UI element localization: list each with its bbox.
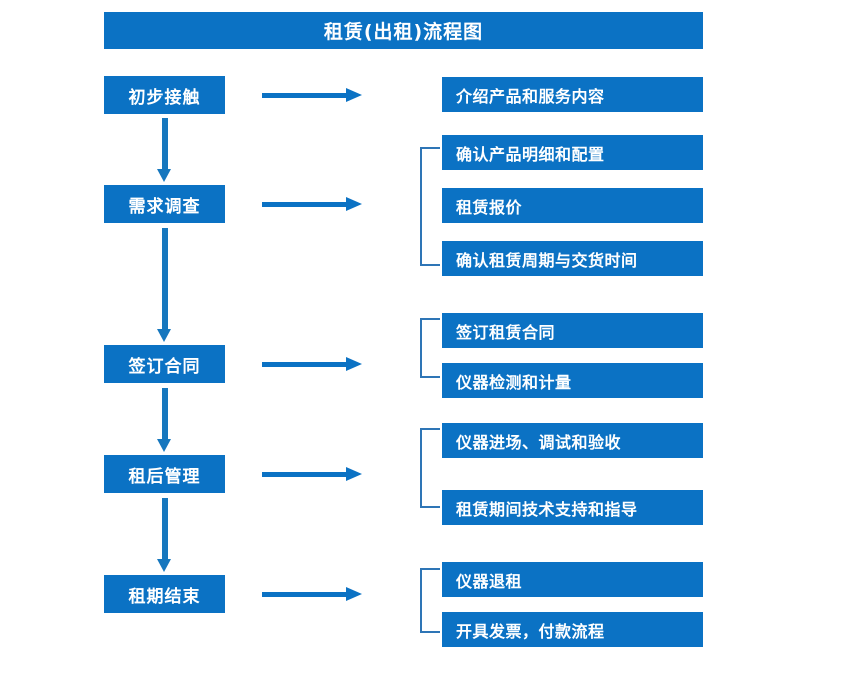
page-title: 租赁(出租)流程图 [104,12,703,49]
detail-box-4[interactable]: 确认租赁周期与交货时间 [442,241,703,276]
vertical-arrow-1 [157,118,172,182]
detail-box-3[interactable]: 租赁报价 [442,188,703,223]
arrow-shaft [262,93,348,98]
arrow-shaft [262,592,348,597]
arrow-head-icon [346,357,362,371]
detail-box-2[interactable]: 确认产品明细和配置 [442,135,703,170]
arrow-head-icon [346,587,362,601]
arrow-shaft [162,228,168,329]
detail-box-7[interactable]: 仪器进场、调试和验收 [442,423,703,458]
vertical-arrow-2 [157,228,172,342]
group-bracket-contract [420,318,440,378]
arrow-shaft [262,202,348,207]
arrow-head-icon [157,439,171,452]
arrow-shaft [262,362,348,367]
detail-box-9[interactable]: 仪器退租 [442,562,703,597]
group-bracket-termination [420,568,440,633]
stage-box-1[interactable]: 初步接触 [104,76,225,114]
stage-box-4[interactable]: 租后管理 [104,455,225,493]
vertical-arrow-4 [157,498,172,572]
arrow-head-icon [346,88,362,102]
horizontal-arrow-1 [262,88,362,102]
detail-box-1[interactable]: 介绍产品和服务内容 [442,77,703,112]
arrow-shaft [162,388,168,439]
stage-box-3[interactable]: 签订合同 [104,345,225,383]
horizontal-arrow-3 [262,357,362,371]
arrow-head-icon [157,169,171,182]
stage-box-2[interactable]: 需求调查 [104,185,225,223]
group-bracket-requirements [420,147,440,266]
detail-box-6[interactable]: 仪器检测和计量 [442,363,703,398]
arrow-head-icon [157,329,171,342]
horizontal-arrow-5 [262,587,362,601]
arrow-shaft [262,472,348,477]
stage-box-5[interactable]: 租期结束 [104,575,225,613]
arrow-head-icon [346,197,362,211]
group-bracket-management [420,428,440,508]
arrow-head-icon [157,559,171,572]
vertical-arrow-3 [157,388,172,452]
arrow-shaft [162,498,168,559]
horizontal-arrow-4 [262,467,362,481]
arrow-shaft [162,118,168,169]
arrow-head-icon [346,467,362,481]
horizontal-arrow-2 [262,197,362,211]
detail-box-5[interactable]: 签订租赁合同 [442,313,703,348]
detail-box-10[interactable]: 开具发票，付款流程 [442,612,703,647]
detail-box-8[interactable]: 租赁期间技术支持和指导 [442,490,703,525]
